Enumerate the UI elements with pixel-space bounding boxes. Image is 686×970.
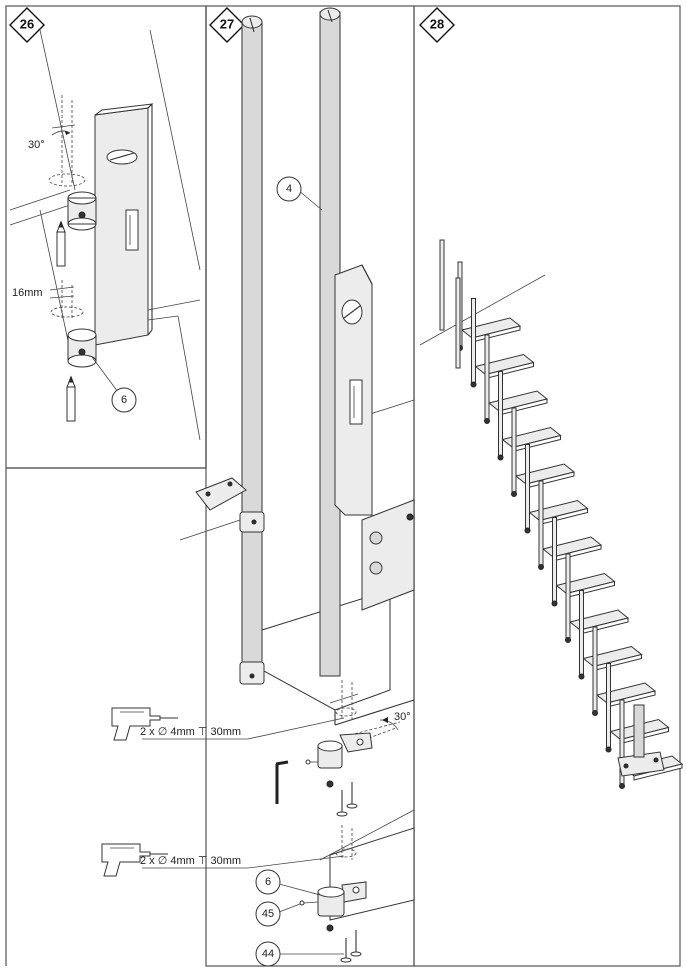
step-badge-27: 27	[209, 7, 245, 43]
baluster	[471, 298, 476, 385]
baluster-foot	[578, 673, 585, 680]
step-badge-26: 26	[9, 7, 45, 43]
baluster-foot	[538, 564, 544, 570]
drill-spec-2: 2 x ∅ 4mm ⊤ 30mm	[140, 855, 241, 867]
baluster-foot	[484, 418, 490, 424]
baluster	[552, 517, 557, 604]
step-number-27: 27	[220, 16, 234, 31]
baluster	[592, 626, 598, 714]
angle-label-27: 30°	[394, 711, 411, 723]
pencil-icon	[66, 375, 76, 422]
baluster	[455, 277, 461, 369]
pencil-icon	[56, 220, 66, 267]
baluster	[565, 553, 571, 641]
panel-27-illustration: 4 2 x ∅ 4mm ⊤ 30mm 30°	[101, 7, 415, 967]
panel-frames	[5, 5, 681, 967]
baluster-foot	[551, 600, 558, 607]
baluster-foot	[592, 710, 598, 716]
part-callout-45: 45	[262, 908, 274, 920]
panel-26-illustration: 30° 16mm 6	[9, 29, 201, 441]
part-callout-6: 6	[121, 394, 127, 406]
distance-label: 16mm	[12, 287, 43, 299]
part-callout-44: 44	[262, 948, 274, 960]
step-badge-28: 28	[419, 7, 455, 43]
part-callout-6-27: 6	[265, 876, 271, 888]
baluster-foot	[511, 491, 517, 497]
baluster-foot	[497, 454, 504, 461]
baluster	[498, 371, 503, 458]
wood-screws-upper	[336, 782, 358, 817]
stair-tread-edge	[633, 763, 683, 781]
baluster-foot	[470, 381, 477, 388]
baluster	[538, 480, 544, 568]
baluster	[484, 334, 490, 422]
part-callout-4: 4	[286, 183, 292, 195]
allen-key-icon	[275, 760, 289, 804]
drill-icon	[111, 707, 178, 741]
baluster	[439, 239, 445, 331]
baluster-foot	[524, 527, 531, 534]
baluster-foot	[619, 783, 625, 789]
staircase	[439, 239, 684, 789]
panel-28-illustration	[419, 239, 684, 789]
baluster	[579, 590, 584, 677]
baluster-foot	[565, 637, 571, 643]
baluster	[511, 407, 517, 495]
wood-screws-lower	[340, 930, 362, 963]
step-number-28: 28	[430, 16, 444, 31]
baluster	[525, 444, 530, 531]
baluster	[606, 663, 611, 750]
drill-icon	[101, 843, 168, 877]
angle-label: 30°	[28, 139, 45, 151]
baluster-foot	[605, 746, 612, 753]
drill-spec-1: 2 x ∅ 4mm ⊤ 30mm	[140, 726, 241, 738]
step-number-26: 26	[20, 16, 34, 31]
